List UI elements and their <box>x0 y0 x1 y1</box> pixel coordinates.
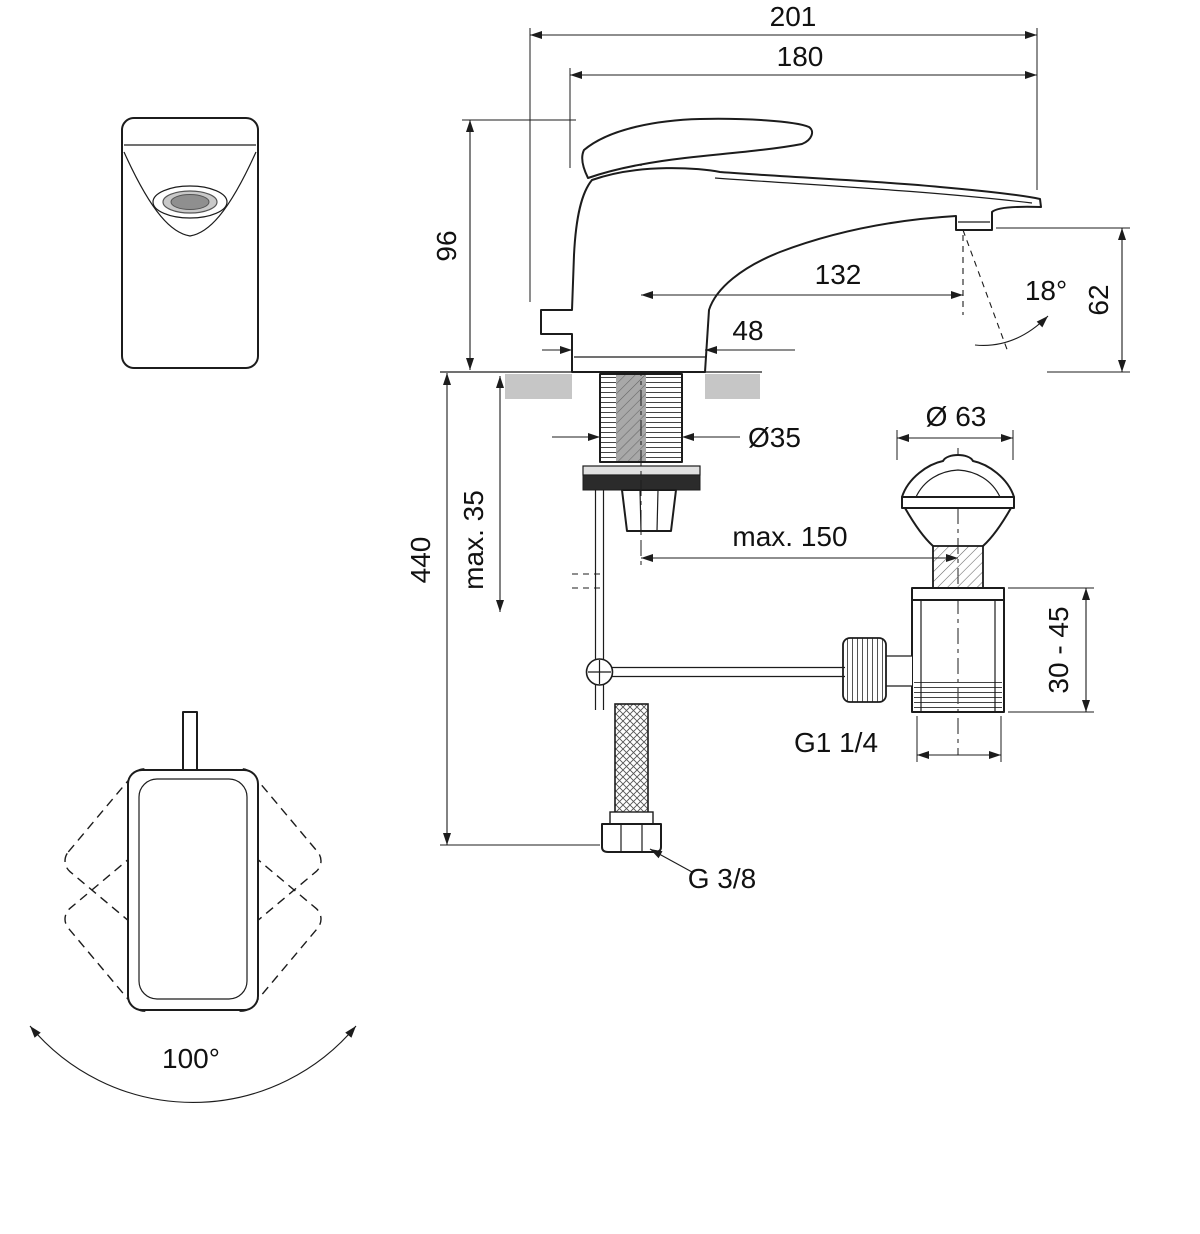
swivel-angle-label: 100° <box>162 1043 220 1074</box>
front-spout-underside <box>123 151 257 237</box>
waste-rim <box>901 496 1015 509</box>
waste-cap <box>901 454 1015 498</box>
dim-201-label: 201 <box>770 1 817 32</box>
deck-slab-left <box>505 374 572 399</box>
waste-funnel-right <box>982 507 1012 547</box>
dim-96-label: 96 <box>431 230 462 261</box>
top-view-body <box>127 769 259 1011</box>
waste-thread <box>914 679 1002 709</box>
swivel-arc <box>29 1025 357 1103</box>
aerator-core <box>170 194 210 210</box>
waste-cap-inner <box>915 469 1001 498</box>
dim-48-label: 48 <box>732 315 763 346</box>
front-view <box>121 117 259 369</box>
adjuster-neck-fill <box>886 656 912 686</box>
dim-max35-label: max. 35 <box>458 490 489 590</box>
dim-180-label: 180 <box>777 41 824 72</box>
faucet-body <box>540 167 1042 373</box>
dim-62-label: 62 <box>1083 284 1114 315</box>
waste-neck <box>932 545 984 589</box>
hose-ferrule <box>609 811 654 825</box>
knurled-adjuster <box>842 637 887 703</box>
outlet-axis-tilted <box>962 229 1009 353</box>
waste-flange <box>911 587 1005 601</box>
spout-contour <box>714 177 1033 204</box>
waste-funnel-left <box>904 507 934 547</box>
front-body-outline <box>121 117 259 369</box>
dim-3045-label: 30 - 45 <box>1043 606 1074 693</box>
leader-g38 <box>649 848 693 873</box>
top-view-stem <box>182 711 198 775</box>
angle-18-label: 18° <box>1025 275 1067 306</box>
lever-handle <box>581 117 814 179</box>
label-g38: G 3/8 <box>688 863 756 894</box>
dim-132-label: 132 <box>815 259 862 290</box>
deck-slab-right <box>705 374 760 399</box>
dimensions: 201 180 96 132 48 62 18° Ø35 max. 35 <box>405 1 1130 894</box>
dim-max150-label: max. 150 <box>732 521 847 552</box>
top-view-spout-face <box>138 778 248 1000</box>
angle-18-arc <box>974 315 1049 346</box>
dim-440-label: 440 <box>405 537 436 584</box>
top-view: 100° <box>29 711 357 1103</box>
dim-d63-label: Ø 63 <box>926 401 987 432</box>
label-g114: G1 1/4 <box>794 727 878 758</box>
side-view <box>540 117 1042 565</box>
dim-d35-label: Ø35 <box>748 422 801 453</box>
waste-assembly <box>842 448 1015 755</box>
supply-hose-braid <box>614 703 649 815</box>
hose-nut <box>601 823 662 853</box>
nut-facet-2 <box>656 489 659 532</box>
aerator-outer <box>152 185 228 219</box>
shank-rod-hatch <box>616 375 646 461</box>
mounting-nut <box>621 489 677 532</box>
